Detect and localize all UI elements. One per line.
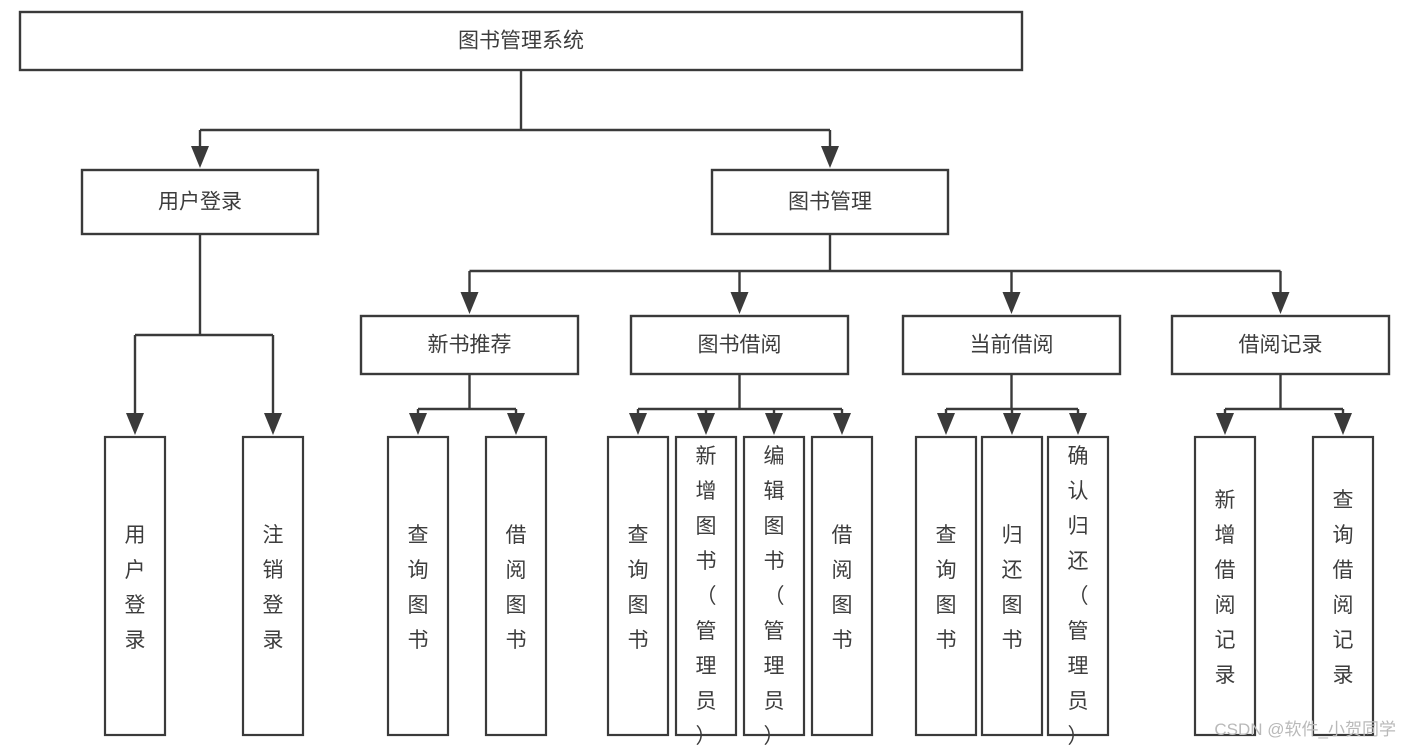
arrow-head-leaf-new-book-recommend-0 [409, 413, 427, 435]
node-label-leaf-query-book-2: 查询图书 [628, 524, 649, 652]
node-leaf-edit-book[interactable]: 编辑图书（管理员） [742, 435, 806, 747]
node-box-leaf-confirm-return [1046, 435, 1110, 737]
node-new-book-recommend[interactable]: 新书推荐 [359, 314, 580, 376]
node-label-leaf-logout: 注销登录 [263, 524, 284, 652]
node-label-borrow-record: 借阅记录 [1239, 334, 1323, 357]
node-box-current-borrow [901, 314, 1122, 376]
node-box-book-manage [710, 168, 950, 236]
node-box-leaf-logout [241, 435, 305, 737]
csdn-watermark: CSDN @软件_小贺同学 [1214, 720, 1396, 739]
node-box-leaf-borrow-book-1 [484, 435, 548, 737]
node-box-root [18, 10, 1024, 72]
arrow-head-leaf-new-book-recommend-1 [507, 413, 525, 435]
node-label-leaf-add-record: 新增借阅记录 [1215, 489, 1236, 687]
arrow-head-leaf-borrow-record-1 [1334, 413, 1352, 435]
node-box-leaf-borrow-book-2 [810, 435, 874, 737]
node-box-leaf-add-book [674, 435, 738, 737]
node-book-borrow[interactable]: 图书借阅 [629, 314, 850, 376]
arrow-head-leaf-current-borrow-2 [1069, 413, 1087, 435]
node-label-leaf-query-record: 查询借阅记录 [1333, 489, 1354, 687]
arrow-head-leaf-current-borrow-1 [1003, 413, 1021, 435]
node-label-leaf-query-book-1: 查询图书 [408, 524, 429, 652]
node-box-book-borrow [629, 314, 850, 376]
node-label-leaf-add-book: 新增图书（管理员） [696, 445, 717, 747]
node-box-leaf-query-record [1311, 435, 1375, 737]
node-leaf-query-book-1[interactable]: 查询图书 [386, 435, 450, 737]
node-label-leaf-borrow-book-2: 借阅图书 [832, 524, 853, 652]
node-leaf-query-book-2[interactable]: 查询图书 [606, 435, 670, 737]
node-box-user-login [80, 168, 320, 236]
node-label-leaf-query-book-3: 查询图书 [936, 524, 957, 652]
arrow-head-leaf-borrow-record-0 [1216, 413, 1234, 435]
node-leaf-borrow-book-2[interactable]: 借阅图书 [810, 435, 874, 737]
arrow-head-leaf-current-borrow-0 [937, 413, 955, 435]
node-leaf-add-book[interactable]: 新增图书（管理员） [674, 435, 738, 747]
node-box-leaf-edit-book [742, 435, 806, 737]
arrow-head-book-manage-3 [1271, 292, 1290, 314]
node-layer: 图书管理系统用户登录图书管理新书推荐图书借阅当前借阅借阅记录用户登录注销登录查询… [18, 10, 1391, 747]
node-box-leaf-query-book-1 [386, 435, 450, 737]
node-user-login[interactable]: 用户登录 [80, 168, 320, 236]
node-root[interactable]: 图书管理系统 [18, 10, 1024, 72]
node-leaf-confirm-return[interactable]: 确认归还（管理员） [1046, 435, 1110, 747]
arrow-head-book-manage-2 [1002, 292, 1021, 314]
node-box-borrow-record [1170, 314, 1391, 376]
node-label-leaf-return-book: 归还图书 [1002, 524, 1023, 652]
node-leaf-query-book-3[interactable]: 查询图书 [914, 435, 978, 737]
node-label-new-book-recommend: 新书推荐 [428, 334, 512, 357]
arrow-head-leaf-book-borrow-1 [697, 413, 715, 435]
node-box-leaf-user-login [103, 435, 167, 737]
arrow-head-book-manage-1 [730, 292, 749, 314]
arrow-head-book-manage-0 [460, 292, 479, 314]
node-leaf-logout[interactable]: 注销登录 [241, 435, 305, 737]
node-label-leaf-user-login: 用户登录 [125, 524, 146, 652]
node-box-new-book-recommend [359, 314, 580, 376]
node-box-leaf-query-book-3 [914, 435, 978, 737]
node-label-leaf-edit-book: 编辑图书（管理员） [764, 445, 785, 747]
node-label-book-borrow: 图书借阅 [698, 334, 782, 357]
node-box-leaf-add-record [1193, 435, 1257, 737]
node-leaf-return-book[interactable]: 归还图书 [980, 435, 1044, 737]
node-label-leaf-confirm-return: 确认归还（管理员） [1068, 445, 1089, 747]
node-label-leaf-borrow-book-1: 借阅图书 [506, 524, 527, 652]
arrow-head-leaf-book-borrow-2 [765, 413, 783, 435]
node-label-user-login: 用户登录 [158, 191, 242, 214]
node-label-current-borrow: 当前借阅 [970, 334, 1054, 357]
node-box-leaf-query-book-2 [606, 435, 670, 737]
node-leaf-query-record[interactable]: 查询借阅记录 [1311, 435, 1375, 737]
arrow-head-leaf-user-login-0 [126, 413, 144, 435]
node-borrow-record[interactable]: 借阅记录 [1170, 314, 1391, 376]
arrow-head-leaf-book-borrow-3 [833, 413, 851, 435]
node-book-manage[interactable]: 图书管理 [710, 168, 950, 236]
node-label-book-manage: 图书管理 [788, 191, 872, 214]
connector-layer [126, 70, 1352, 435]
node-label-root: 图书管理系统 [458, 30, 584, 53]
node-leaf-user-login[interactable]: 用户登录 [103, 435, 167, 737]
arrow-head-root-0 [191, 146, 209, 168]
arrow-head-root-1 [821, 146, 839, 168]
node-leaf-borrow-book-1[interactable]: 借阅图书 [484, 435, 548, 737]
node-box-leaf-return-book [980, 435, 1044, 737]
arrow-head-leaf-user-login-1 [264, 413, 282, 435]
node-leaf-add-record[interactable]: 新增借阅记录 [1193, 435, 1257, 737]
arrow-head-leaf-book-borrow-0 [629, 413, 647, 435]
node-current-borrow[interactable]: 当前借阅 [901, 314, 1122, 376]
